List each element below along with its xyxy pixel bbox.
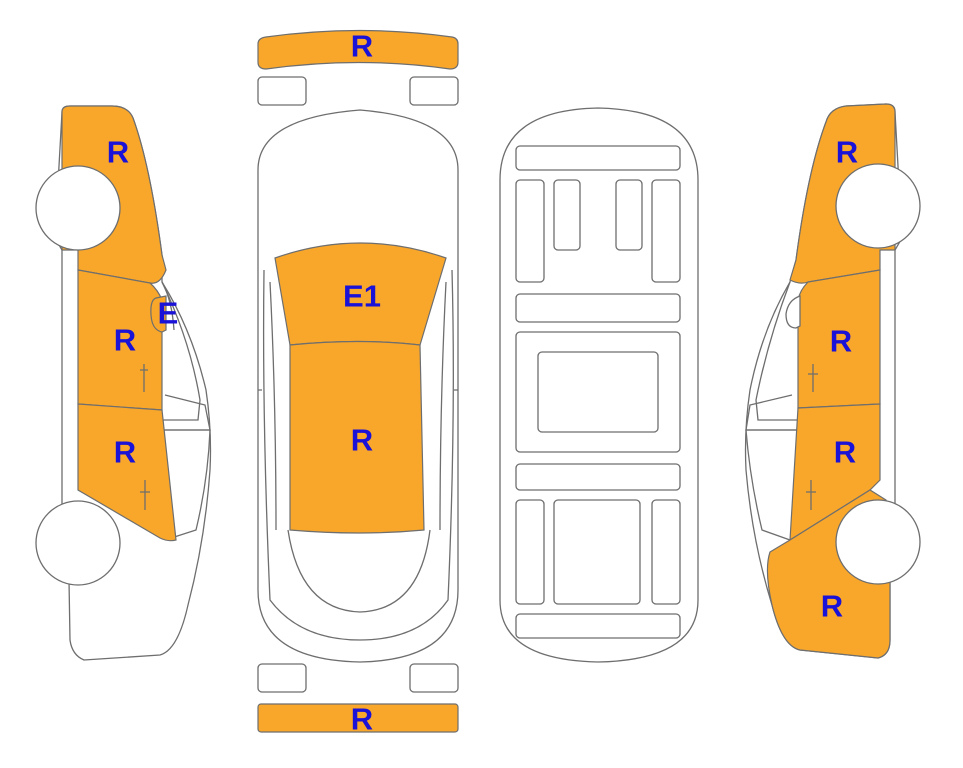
left-front-door-label: R bbox=[114, 323, 136, 358]
left-rear-wheel bbox=[35, 500, 121, 586]
left-front-fender-label: R bbox=[107, 135, 129, 170]
roof-label: R bbox=[351, 423, 373, 458]
rear-bumper-label: R bbox=[351, 702, 373, 737]
right-side-view: R R R R bbox=[744, 103, 921, 659]
right-front-wheel bbox=[835, 163, 921, 249]
top-view: R E1 R R bbox=[257, 29, 459, 737]
left-window-line bbox=[161, 281, 201, 421]
right-front-door-panel bbox=[797, 269, 881, 409]
right-taillight bbox=[409, 663, 459, 693]
right-headlight bbox=[409, 76, 459, 106]
left-rear-door-handle bbox=[140, 480, 150, 510]
right-rear-door-label: R bbox=[834, 435, 856, 470]
front-bumper-panel bbox=[257, 29, 459, 70]
left-taillight bbox=[257, 663, 307, 693]
left-headlight bbox=[257, 76, 307, 106]
front-bumper-label: R bbox=[351, 29, 373, 64]
left-side-view: R E R R bbox=[35, 105, 212, 661]
left-front-wheel bbox=[35, 165, 121, 251]
right-front-door-label: R bbox=[830, 324, 852, 359]
right-front-door-handle bbox=[808, 364, 818, 392]
right-mirror bbox=[785, 295, 801, 329]
right-front-fender-label: R bbox=[836, 135, 858, 170]
rear-bumper-panel bbox=[257, 703, 459, 733]
right-rear-door-handle bbox=[806, 480, 816, 510]
roof-panel bbox=[289, 340, 425, 534]
left-mirror-label: E bbox=[158, 296, 179, 331]
left-rear-door-panel bbox=[77, 403, 177, 542]
left-rear-door-label: R bbox=[114, 435, 136, 470]
right-rear-quarter-label: R bbox=[821, 589, 843, 624]
underside-view bbox=[499, 107, 699, 663]
left-front-door-handle bbox=[140, 364, 148, 392]
right-rear-wheel bbox=[835, 499, 921, 585]
left-front-door-panel bbox=[77, 269, 163, 411]
left-mirror-panel bbox=[150, 295, 167, 333]
hood-label: E1 bbox=[343, 279, 381, 314]
